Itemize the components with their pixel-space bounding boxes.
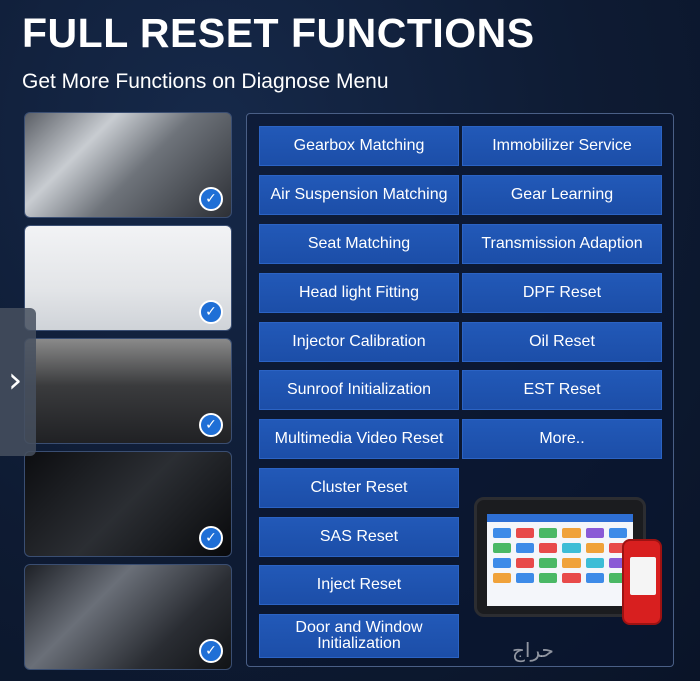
check-icon: ✓: [199, 413, 223, 437]
previous-image-button[interactable]: ›: [0, 308, 36, 456]
check-icon: ✓: [199, 187, 223, 211]
function-inject-reset: Inject Reset: [259, 565, 459, 605]
check-icon: ✓: [199, 639, 223, 663]
function-sas-reset: SAS Reset: [259, 517, 459, 557]
injector-image: ✓: [24, 564, 232, 670]
function-gearbox-matching: Gearbox Matching: [259, 126, 459, 166]
function-head-light-fitting: Head light Fitting: [259, 273, 459, 313]
gearbox-image: ✓: [24, 112, 232, 218]
function-more: More..: [462, 419, 662, 459]
page-title: FULL RESET FUNCTIONS: [22, 10, 535, 56]
check-icon: ✓: [199, 526, 223, 550]
function-dpf-reset: DPF Reset: [462, 273, 662, 313]
tablet-icon: [474, 497, 646, 617]
function-transmission-adaption: Transmission Adaption: [462, 224, 662, 264]
suspension-image: ✓: [24, 225, 232, 331]
diagnostic-tablet-image: [470, 493, 664, 633]
watermark-logo: حراج: [512, 638, 554, 662]
function-cluster-reset: Cluster Reset: [259, 468, 459, 508]
function-injector-calibration: Injector Calibration: [259, 322, 459, 362]
function-multimedia-video-reset: Multimedia Video Reset: [259, 419, 459, 459]
page-subtitle: Get More Functions on Diagnose Menu: [22, 70, 389, 93]
vci-dongle-icon: [622, 539, 662, 625]
function-gear-learning: Gear Learning: [462, 175, 662, 215]
check-icon: ✓: [199, 300, 223, 324]
headlight-image: ✓: [24, 451, 232, 557]
function-immobilizer-service: Immobilizer Service: [462, 126, 662, 166]
function-oil-reset: Oil Reset: [462, 322, 662, 362]
function-est-reset: EST Reset: [462, 370, 662, 410]
tablet-screen: [487, 514, 633, 606]
function-seat-matching: Seat Matching: [259, 224, 459, 264]
function-air-suspension-matching: Air Suspension Matching: [259, 175, 459, 215]
function-sunroof-initialization: Sunroof Initialization: [259, 370, 459, 410]
chevron-right-icon: ›: [8, 360, 23, 401]
seats-image: ✓: [24, 338, 232, 444]
function-door-window-initialization: Door and Window Initialization: [259, 614, 459, 658]
